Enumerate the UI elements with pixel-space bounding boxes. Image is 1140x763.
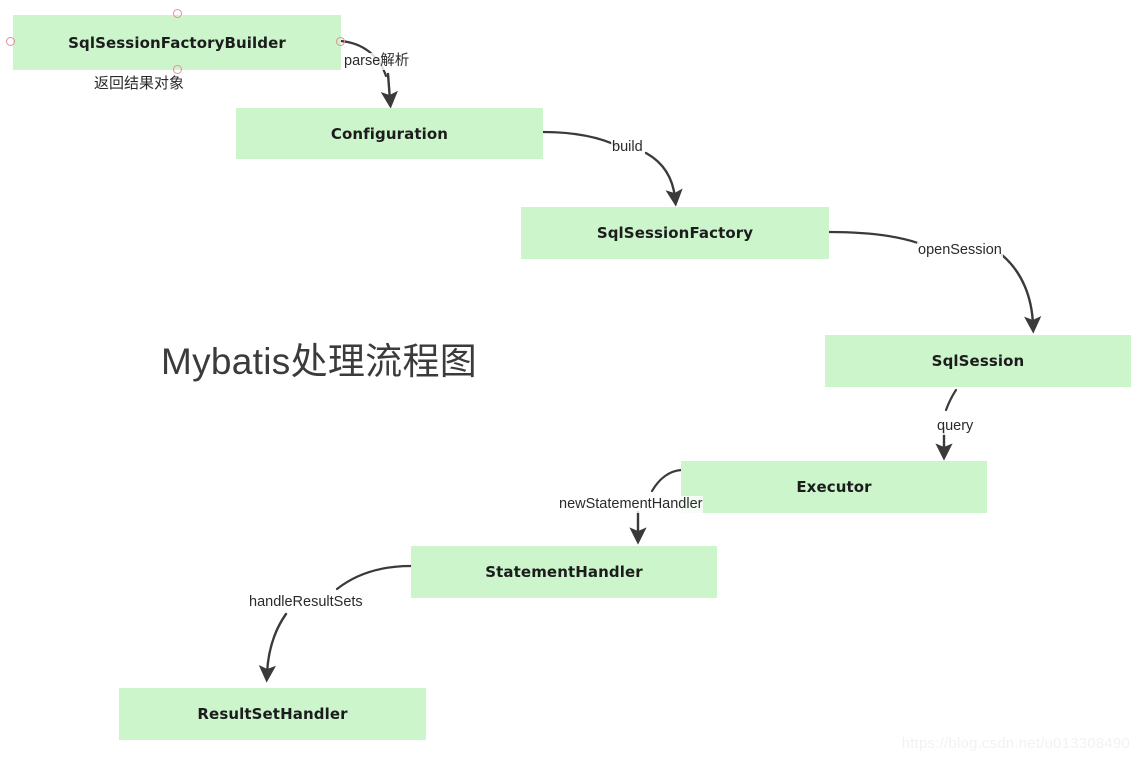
edge-label-open-session: openSession bbox=[917, 242, 1003, 259]
edge-label-handle-result-sets: handleResultSets bbox=[248, 594, 364, 611]
node-configuration[interactable]: Configuration bbox=[236, 108, 543, 159]
edge-parse bbox=[339, 39, 398, 109]
node-sql-session-factory-builder[interactable]: SqlSessionFactoryBuilder bbox=[13, 15, 341, 70]
node-executor[interactable]: Executor bbox=[681, 461, 987, 513]
label-return-result-object: 返回结果对象 bbox=[94, 75, 185, 92]
edge-label-build: build bbox=[611, 139, 644, 156]
node-label: Configuration bbox=[330, 124, 449, 143]
node-label: ResultSetHandler bbox=[197, 705, 348, 723]
node-label: SqlSessionFactory bbox=[596, 224, 754, 242]
resize-handle-top[interactable] bbox=[173, 9, 182, 18]
edge-label-new-statement-handler: newStatementHandler bbox=[558, 496, 704, 513]
node-sql-session-factory[interactable]: SqlSessionFactory bbox=[521, 207, 829, 259]
node-label: StatementHandler bbox=[485, 563, 643, 581]
node-label: SqlSession bbox=[931, 352, 1025, 370]
node-result-set-handler[interactable]: ResultSetHandler bbox=[119, 688, 426, 740]
node-statement-handler[interactable]: StatementHandler bbox=[411, 546, 717, 598]
diagram-title: Mybatis处理流程图 bbox=[161, 341, 478, 382]
edge-build bbox=[541, 130, 683, 207]
edge-label-query: query bbox=[936, 418, 975, 435]
edge-label-parse: parse解析 bbox=[343, 53, 411, 70]
resize-handle-bottom[interactable] bbox=[173, 65, 182, 74]
node-label: Executor bbox=[796, 478, 872, 496]
node-sql-session[interactable]: SqlSession bbox=[825, 335, 1131, 387]
watermark: https://blog.csdn.net/u013308490 bbox=[901, 735, 1130, 752]
node-label: SqlSessionFactoryBuilder bbox=[68, 33, 286, 52]
resize-handle-right[interactable] bbox=[336, 37, 345, 46]
resize-handle-left[interactable] bbox=[6, 37, 15, 46]
edge-handle-result-sets bbox=[258, 564, 413, 683]
